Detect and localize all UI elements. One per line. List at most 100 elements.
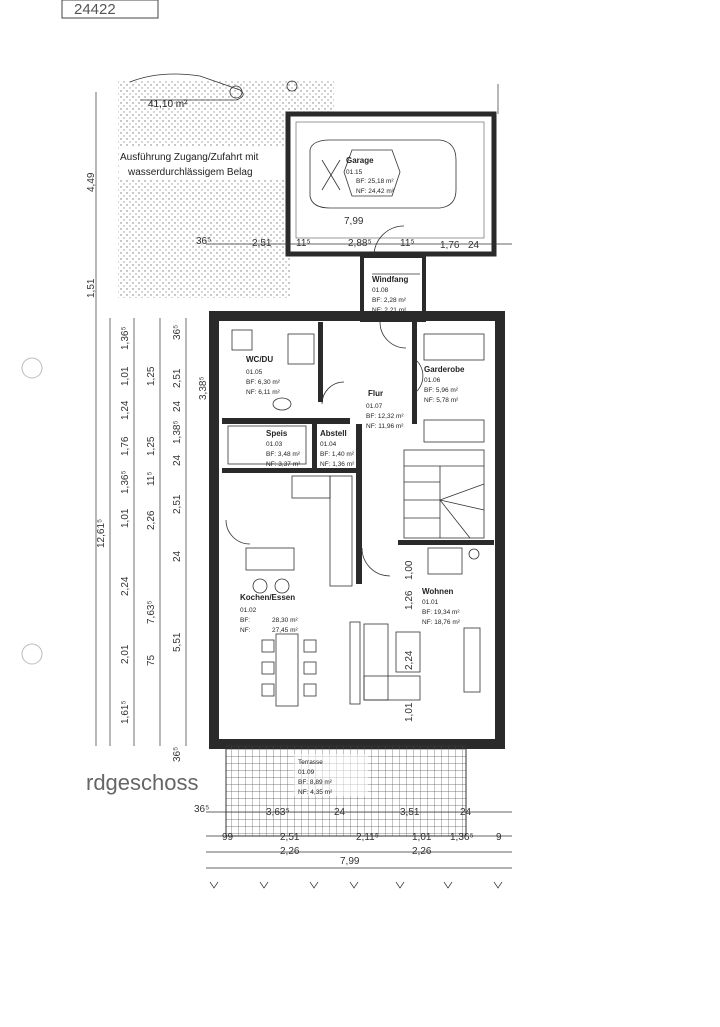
- svg-text:NF: 2,21 m²: NF: 2,21 m²: [372, 307, 407, 314]
- abstell: Abstell 01.04 BF: 1,40 m² NF: 1,36 m²: [320, 429, 355, 468]
- svg-text:1,01: 1,01: [120, 508, 131, 528]
- plot-note-line1: Ausführung Zugang/Zufahrt mit: [120, 152, 259, 163]
- svg-text:1,25: 1,25: [146, 436, 157, 456]
- svg-text:01.02: 01.02: [240, 607, 257, 614]
- entry-door-swing: [373, 225, 405, 257]
- svg-text:24: 24: [460, 807, 472, 818]
- svg-text:36⁵: 36⁵: [172, 325, 183, 340]
- bottom-dimensions-row2: 99 2,51 2,11⁵ 1,01 1,36⁵ 9: [222, 832, 502, 843]
- washbasin-icon: [272, 397, 292, 411]
- svg-text:NF: 4,35 m²: NF: 4,35 m²: [298, 789, 333, 796]
- svg-text:BF:: BF:: [240, 617, 250, 624]
- svg-text:BF: 5,96 m²: BF: 5,96 m²: [424, 387, 459, 394]
- fireplace-icon: [427, 547, 463, 575]
- svg-text:36⁵: 36⁵: [172, 747, 183, 762]
- svg-text:2,24: 2,24: [404, 650, 415, 670]
- top-dimension-row: 36⁵ 2,51 11⁵ 2,88⁵ 11⁵ 1,76 24: [196, 236, 480, 251]
- left-dimensions-mid2: 1,25 1,25 11⁵ 2,26 7,63⁵ 75: [146, 366, 157, 666]
- svg-text:Speis: Speis: [266, 429, 288, 438]
- svg-text:2,11⁵: 2,11⁵: [356, 832, 379, 843]
- svg-text:1,76: 1,76: [440, 240, 460, 251]
- svg-text:Terrasse: Terrasse: [298, 759, 323, 766]
- svg-text:NF: 3,37 m²: NF: 3,37 m²: [266, 461, 301, 468]
- svg-text:24: 24: [172, 454, 183, 466]
- sofa-part: [363, 623, 389, 701]
- svg-text:Flur: Flur: [368, 389, 383, 398]
- svg-text:NF: 5,78 m²: NF: 5,78 m²: [424, 397, 459, 404]
- kitchen-island: [245, 547, 295, 571]
- svg-text:3,63⁵: 3,63⁵: [266, 807, 290, 818]
- svg-text:BF: 8,89 m²: BF: 8,89 m²: [298, 779, 333, 786]
- svg-text:2,26: 2,26: [280, 846, 300, 857]
- svg-text:1,25: 1,25: [146, 366, 157, 386]
- svg-text:3,38⁵: 3,38⁵: [198, 376, 209, 400]
- garderobe: Garderobe 01.06 BF: 5,96 m² NF: 5,78 m²: [415, 333, 485, 443]
- garage-bf: BF: 25,18 m²: [356, 178, 394, 185]
- plot-area-label: 41,10 m²: [148, 99, 188, 110]
- left-dimensions-far: 3,38⁵: [198, 376, 209, 400]
- svg-text:01.03: 01.03: [266, 441, 283, 448]
- svg-text:1,24: 1,24: [120, 400, 131, 420]
- speis: Speis 01.03 BF: 3,48 m² NF: 3,37 m²: [227, 425, 307, 468]
- svg-text:NF: 6,11 m²: NF: 6,11 m²: [246, 389, 281, 396]
- svg-text:1,38⁵: 1,38⁵: [172, 420, 183, 444]
- handwritten-note: 24422: [61, 0, 159, 19]
- dining-table: [275, 633, 299, 707]
- svg-text:Wohnen: Wohnen: [422, 587, 454, 596]
- svg-text:2,01: 2,01: [120, 644, 131, 664]
- plot-note-line2: wasserdurchlässigem Belag: [127, 167, 253, 178]
- svg-text:99: 99: [222, 832, 234, 843]
- sideboard: [463, 627, 481, 693]
- svg-text:11⁵: 11⁵: [296, 238, 311, 249]
- svg-text:4,49: 4,49: [86, 172, 97, 192]
- svg-text:BF: 19,34 m²: BF: 19,34 m²: [422, 609, 460, 616]
- punch-hole-top: [21, 357, 43, 379]
- punch-hole-bottom: [21, 643, 43, 665]
- driveway-stipple: [118, 80, 290, 298]
- parked-car-outline: [129, 73, 244, 101]
- svg-text:Garderobe: Garderobe: [424, 365, 465, 374]
- windfang-name: Windfang: [372, 275, 408, 284]
- svg-text:1,01: 1,01: [412, 832, 432, 843]
- bottom-dimensions-row1: 36⁵ 3,63⁵ 24 3,51 24: [194, 804, 472, 818]
- sofa-part-2: [363, 675, 421, 701]
- coffee-table: [395, 631, 421, 673]
- wc-du: WC/DU 01.05 BF: 6,30 m² NF: 6,11 m²: [231, 329, 345, 411]
- svg-text:1,26: 1,26: [404, 590, 415, 610]
- svg-text:2,51: 2,51: [252, 238, 272, 249]
- svg-text:9: 9: [496, 832, 502, 843]
- kitchen-counter: [329, 475, 353, 587]
- svg-text:2,51: 2,51: [172, 494, 183, 514]
- interior-dimensions: 1,00 1,26 2,24 1,01: [404, 560, 415, 722]
- bottom-dimensions-row3: 2,26 2,26: [280, 846, 432, 857]
- svg-text:WC/DU: WC/DU: [246, 355, 273, 364]
- left-dimensions-outer: 4,49 1,51 12,61⁵: [86, 172, 107, 548]
- garage-nf: NF: 24,42 m²: [356, 188, 395, 195]
- svg-text:36⁵: 36⁵: [194, 804, 209, 815]
- svg-text:1,61⁵: 1,61⁵: [120, 700, 131, 724]
- svg-text:24: 24: [172, 550, 183, 562]
- svg-text:2,51: 2,51: [280, 832, 300, 843]
- sink-icon: [291, 475, 331, 499]
- svg-text:12,61⁵: 12,61⁵: [96, 519, 107, 548]
- svg-text:7,63⁵: 7,63⁵: [146, 600, 157, 624]
- garage-width-dim: 7,99: [344, 216, 364, 227]
- total-width-dim: 7,99: [340, 856, 360, 867]
- svg-text:24: 24: [334, 807, 346, 818]
- svg-text:28,30 m²: 28,30 m²: [272, 617, 298, 624]
- handwritten-number: 24422: [74, 1, 116, 18]
- svg-text:2,26: 2,26: [146, 510, 157, 530]
- svg-text:01.07: 01.07: [366, 403, 383, 410]
- svg-text:11⁵: 11⁵: [400, 238, 415, 249]
- svg-text:1,36⁵: 1,36⁵: [120, 326, 131, 350]
- svg-text:01.06: 01.06: [424, 377, 441, 384]
- svg-text:01.05: 01.05: [246, 369, 263, 376]
- floor-label: rdgeschoss: [86, 770, 199, 795]
- svg-text:01.04: 01.04: [320, 441, 337, 448]
- left-dimensions-mid: 1,36⁵ 1,01 1,24 1,76 1,36⁵ 1,01 2,24 2,0…: [120, 326, 131, 724]
- svg-text:1,00: 1,00: [404, 560, 415, 580]
- svg-text:11⁵: 11⁵: [146, 471, 157, 486]
- svg-text:BF: 12,32 m²: BF: 12,32 m²: [366, 413, 404, 420]
- flur: Flur 01.07 BF: 12,32 m² NF: 11,96 m²: [361, 321, 407, 577]
